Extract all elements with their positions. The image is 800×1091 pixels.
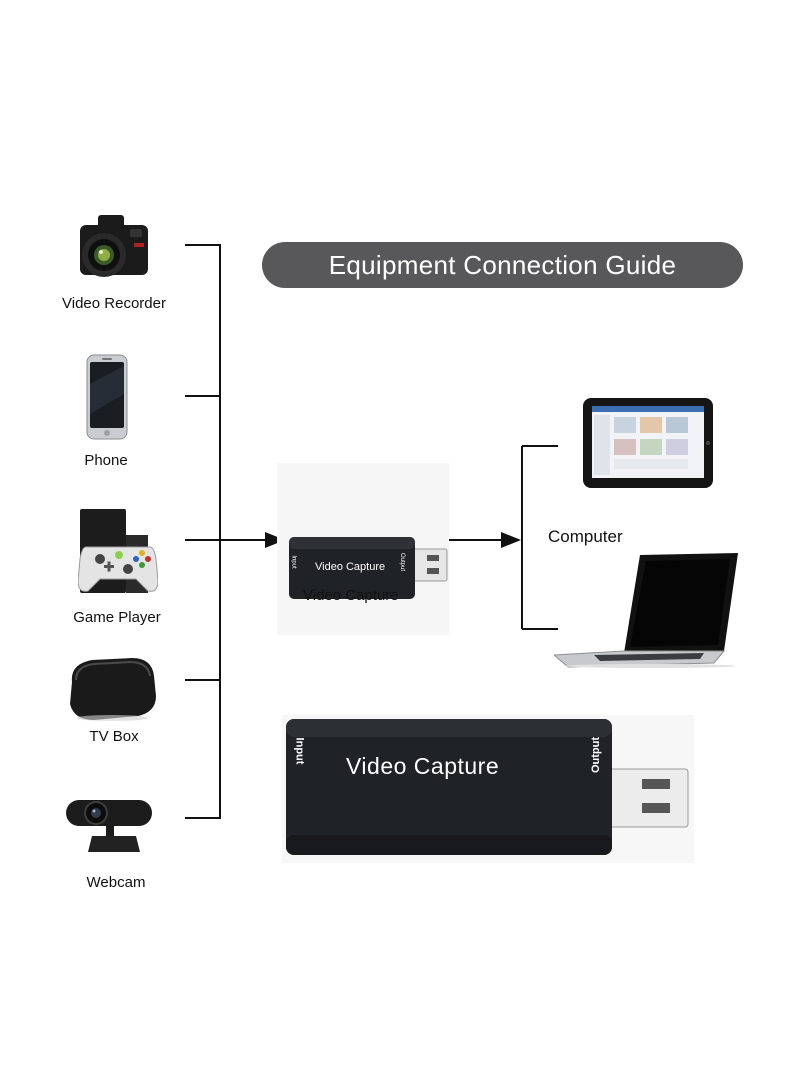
large-device-body-text: Video Capture bbox=[346, 753, 500, 779]
capture-device-small: Video Capture Input Output Video Capture bbox=[277, 463, 449, 635]
laptop-icon bbox=[554, 553, 738, 668]
tablet-icon bbox=[583, 398, 713, 488]
capture-device-large: Video Capture Input Output bbox=[282, 715, 694, 863]
source-label-phone: Phone bbox=[84, 452, 128, 469]
large-device-output-text: Output bbox=[590, 736, 603, 774]
game-controller-icon bbox=[78, 509, 158, 593]
large-device-input-text: Input bbox=[293, 737, 306, 765]
webcam-icon bbox=[66, 800, 152, 852]
small-device-body-text: Video Capture bbox=[315, 561, 386, 573]
computer-label: Computer bbox=[548, 527, 623, 546]
source-game-player: Game Player bbox=[40, 505, 190, 630]
source-phone: Phone bbox=[40, 352, 190, 472]
camera-icon bbox=[80, 215, 148, 277]
tv-box-icon bbox=[70, 658, 156, 721]
small-device-input-text: Input bbox=[290, 555, 297, 569]
capture-device-label: Video Capture bbox=[303, 587, 399, 604]
capture-dongle-icon bbox=[289, 537, 448, 599]
source-webcam: Webcam bbox=[40, 790, 190, 900]
small-device-output-text: Output bbox=[399, 552, 406, 572]
page-title: Equipment Connection Guide bbox=[262, 242, 743, 288]
source-label-video-recorder: Video Recorder bbox=[62, 295, 166, 312]
capture-dongle-large-icon bbox=[286, 719, 689, 855]
source-label-game-player: Game Player bbox=[73, 609, 161, 626]
source-video-recorder: Video Recorder bbox=[40, 205, 190, 315]
target-computer: Computer bbox=[540, 395, 750, 670]
source-label-webcam: Webcam bbox=[86, 874, 146, 891]
source-tv-box: TV Box bbox=[40, 652, 190, 752]
page-title-text: Equipment Connection Guide bbox=[328, 249, 677, 280]
source-label-tv-box: TV Box bbox=[89, 728, 139, 745]
phone-icon bbox=[86, 354, 128, 440]
